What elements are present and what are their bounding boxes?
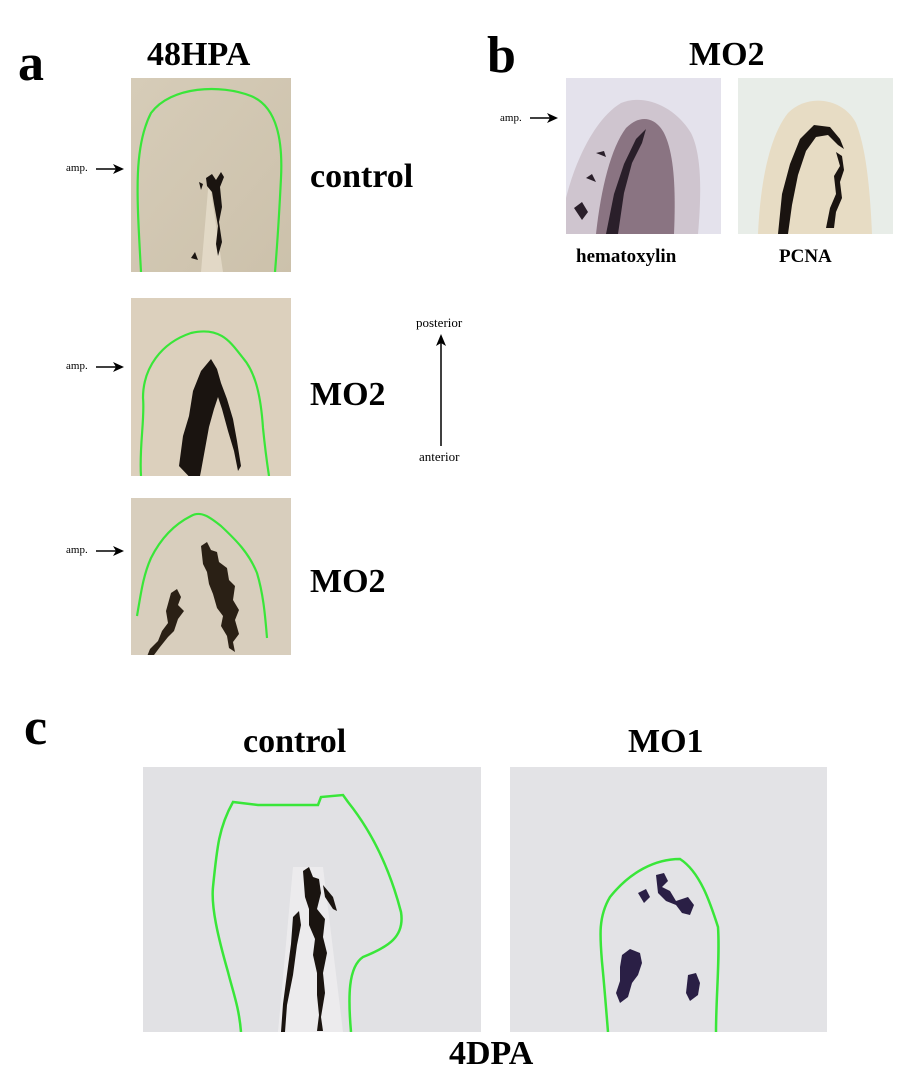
- panel-c-footer: 4DPA: [449, 1035, 534, 1072]
- panel-a-mo2-image-2: [131, 498, 291, 655]
- panel-a-row2-label: MO2: [310, 376, 386, 413]
- amp-arrow-icon: [530, 113, 558, 123]
- panel-a-row1-label: control: [310, 158, 414, 195]
- panel-c-column-mo1: MO1: [628, 723, 704, 760]
- amp-arrow-icon: [96, 362, 124, 372]
- panel-c-mo1-image: [510, 767, 827, 1032]
- panel-b-amp-label: amp.: [500, 112, 522, 124]
- panel-b-caption-hematoxylin: hematoxylin: [576, 246, 677, 267]
- axis-anterior-label: anterior: [419, 449, 460, 464]
- panel-c-column-control: control: [243, 723, 347, 760]
- amp-arrow-icon: [96, 546, 124, 556]
- panel-a-control-image: [131, 78, 291, 272]
- axis-arrow-icon: [436, 334, 446, 446]
- panel-b-caption-pcna: PCNA: [779, 246, 832, 267]
- panel-a-row2-amp-label: amp.: [66, 360, 88, 372]
- panel-b-hematoxylin-image: [566, 78, 721, 234]
- panel-b-pcna-image: [738, 78, 893, 234]
- panel-c-letter: c: [24, 699, 48, 756]
- panel-a-row3-amp-label: amp.: [66, 544, 88, 556]
- amp-arrow-icon: [96, 164, 124, 174]
- panel-a-row1-amp-label: amp.: [66, 162, 88, 174]
- axis-posterior-label: posterior: [416, 315, 463, 330]
- panel-a-letter: a: [18, 35, 44, 92]
- panel-b-title: MO2: [689, 36, 765, 73]
- panel-b-letter: b: [487, 27, 516, 84]
- panel-a-title: 48HPA: [147, 36, 251, 73]
- panel-a-row3-label: MO2: [310, 563, 386, 600]
- panel-c-control-image: [143, 767, 481, 1032]
- panel-a-mo2-image-1: [131, 298, 291, 476]
